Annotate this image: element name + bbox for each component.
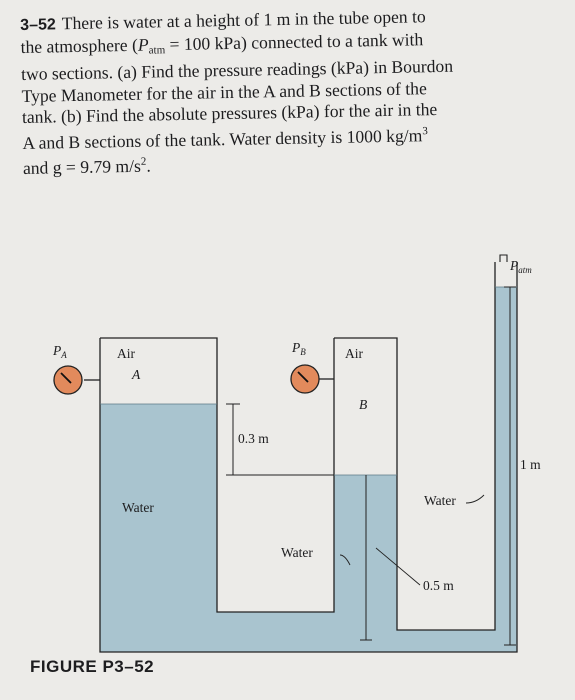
label-1m: 1 m: [520, 457, 541, 472]
diagram-labels: PA PB Patm Air A Air B Water Water Water…: [52, 258, 541, 593]
label-water-right: Water: [424, 493, 456, 508]
gauge-b: [290, 364, 334, 394]
label-0-3m: 0.3 m: [238, 431, 269, 446]
outer-wall: [99, 262, 518, 653]
patm-mark: [499, 254, 508, 262]
patm-arrow: [499, 254, 508, 262]
label-pb: PB: [291, 340, 306, 357]
leader-water-mid: [339, 554, 351, 566]
label-a: A: [131, 367, 141, 382]
section-a-top: [100, 337, 335, 613]
leaders: [339, 494, 485, 586]
label-patm: Patm: [509, 258, 532, 275]
leader-water-right: [465, 494, 485, 504]
label-water-left: Water: [122, 500, 154, 515]
leader-0-5m: [375, 547, 421, 586]
vessel-outline: [99, 262, 518, 653]
label-water-mid: Water: [281, 545, 313, 560]
dimension-0-5m: [360, 475, 372, 641]
gauge-b-needle: [297, 371, 309, 383]
dimension-1m: [504, 286, 516, 646]
dimension-0-3m: [226, 403, 334, 476]
section-b: [334, 262, 496, 631]
water-regions: [100, 287, 517, 652]
label-0-5m: 0.5 m: [423, 578, 454, 593]
figure-caption: FIGURE P3–52: [30, 657, 155, 676]
gauge-a: [53, 365, 100, 395]
label-b: B: [359, 397, 367, 412]
water-fill: [100, 287, 517, 652]
gauge-a-needle: [60, 372, 72, 384]
label-pa: PA: [52, 343, 67, 360]
label-air-b: Air: [345, 346, 364, 361]
label-air-a: Air: [117, 346, 136, 361]
